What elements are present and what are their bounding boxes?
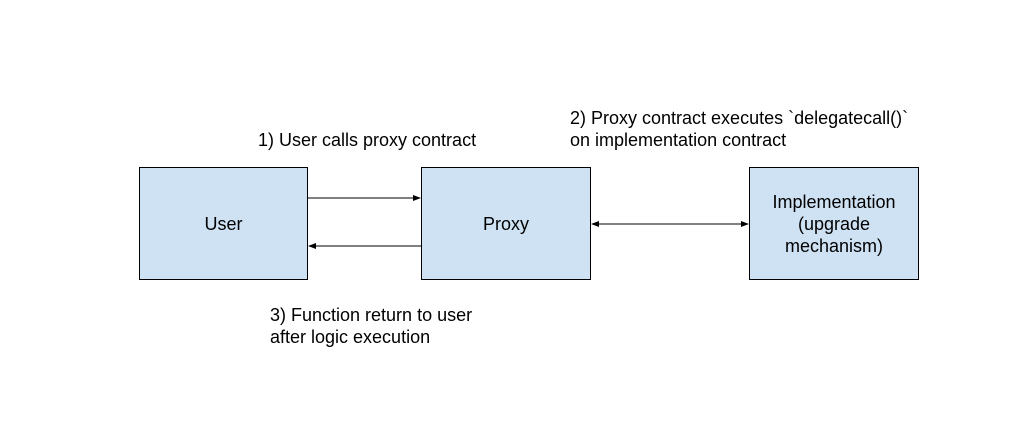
step-1-line-1: 1) User calls proxy contract: [258, 130, 477, 150]
step-2-line-1: 2) Proxy contract executes `delegatecall…: [570, 108, 909, 128]
user-box-label: User: [204, 213, 243, 234]
step-2-line-2: on implementation contract: [570, 130, 787, 150]
implementation-box-label: Implementation (upgrade mechanism): [772, 191, 896, 256]
proxy-box: Proxy: [421, 167, 591, 280]
step-3-line-2: after logic execution: [270, 327, 431, 347]
implementation-box: Implementation (upgrade mechanism): [749, 167, 919, 280]
proxy-box-label: Proxy: [482, 213, 529, 234]
step-1-annotation: 1) User calls proxy contract: [258, 129, 476, 151]
step-3-annotation: 3) Function return to user after logic e…: [270, 304, 472, 348]
step-2-annotation: 2) Proxy contract executes `delegatecall…: [570, 107, 908, 151]
user-box: User: [139, 167, 308, 280]
step-3-line-1: 3) Function return to user: [270, 305, 473, 325]
